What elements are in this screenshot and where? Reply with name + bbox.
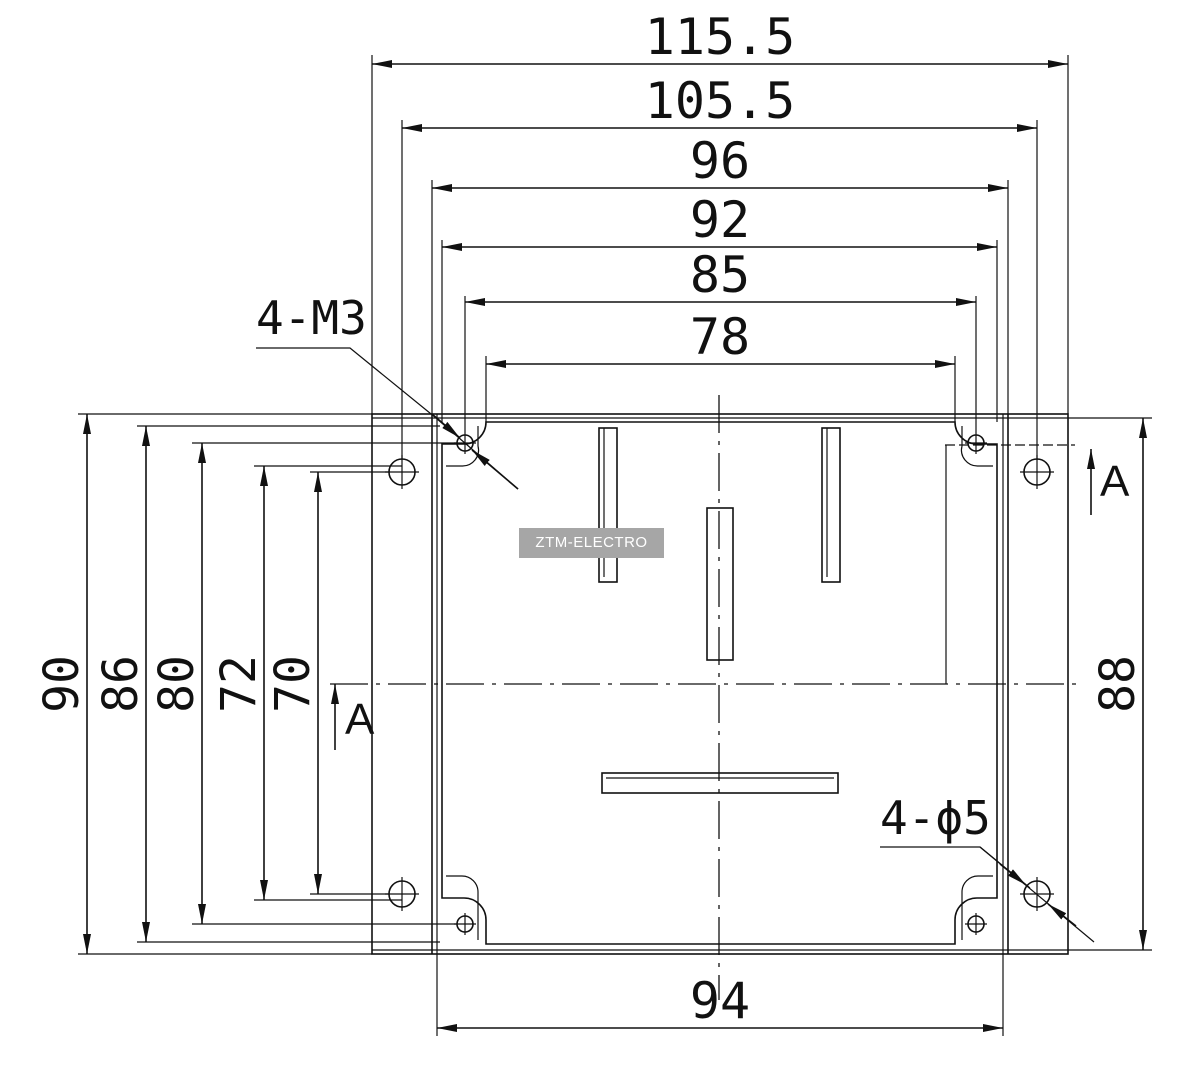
dim-96: 96 [690,132,750,190]
section-label-top: A [1100,457,1130,506]
dim-115-5: 115.5 [645,8,796,66]
dim-90: 90 [34,655,90,713]
section-label-left: A [345,695,375,744]
dimension-lines-horizontal [372,60,1068,1032]
dim-94: 94 [690,972,750,1030]
enclosure-outline [371,413,1069,955]
dimension-lines-vertical [83,414,1147,954]
dim-85: 85 [690,246,750,304]
dim-80: 80 [149,655,205,713]
dim-78: 78 [690,308,750,366]
dimension-labels: 115.5 105.5 96 92 85 78 94 90 86 80 72 7… [34,8,1146,1030]
dim-92: 92 [690,191,750,249]
dim-88: 88 [1090,655,1146,713]
section-arrows [331,449,1095,750]
thread-hole-callout: 4-M3 [256,291,367,345]
dim-72: 72 [211,655,267,713]
mount-hole-callout: 4-ϕ5 [880,791,991,845]
callout-leaders [256,347,1095,943]
section-line [945,444,1075,684]
extension-lines-vertical [78,413,1152,955]
callout-labels: 4-M3 4-ϕ5 A A [256,291,1130,845]
thread-holes [454,432,987,935]
dim-70: 70 [265,655,321,713]
watermark-badge: ZTM-ELECTRO [519,528,664,558]
internal-ribs [598,427,841,794]
centerlines [330,395,1080,1000]
dim-105-5: 105.5 [645,72,796,130]
dim-86: 86 [93,655,149,713]
